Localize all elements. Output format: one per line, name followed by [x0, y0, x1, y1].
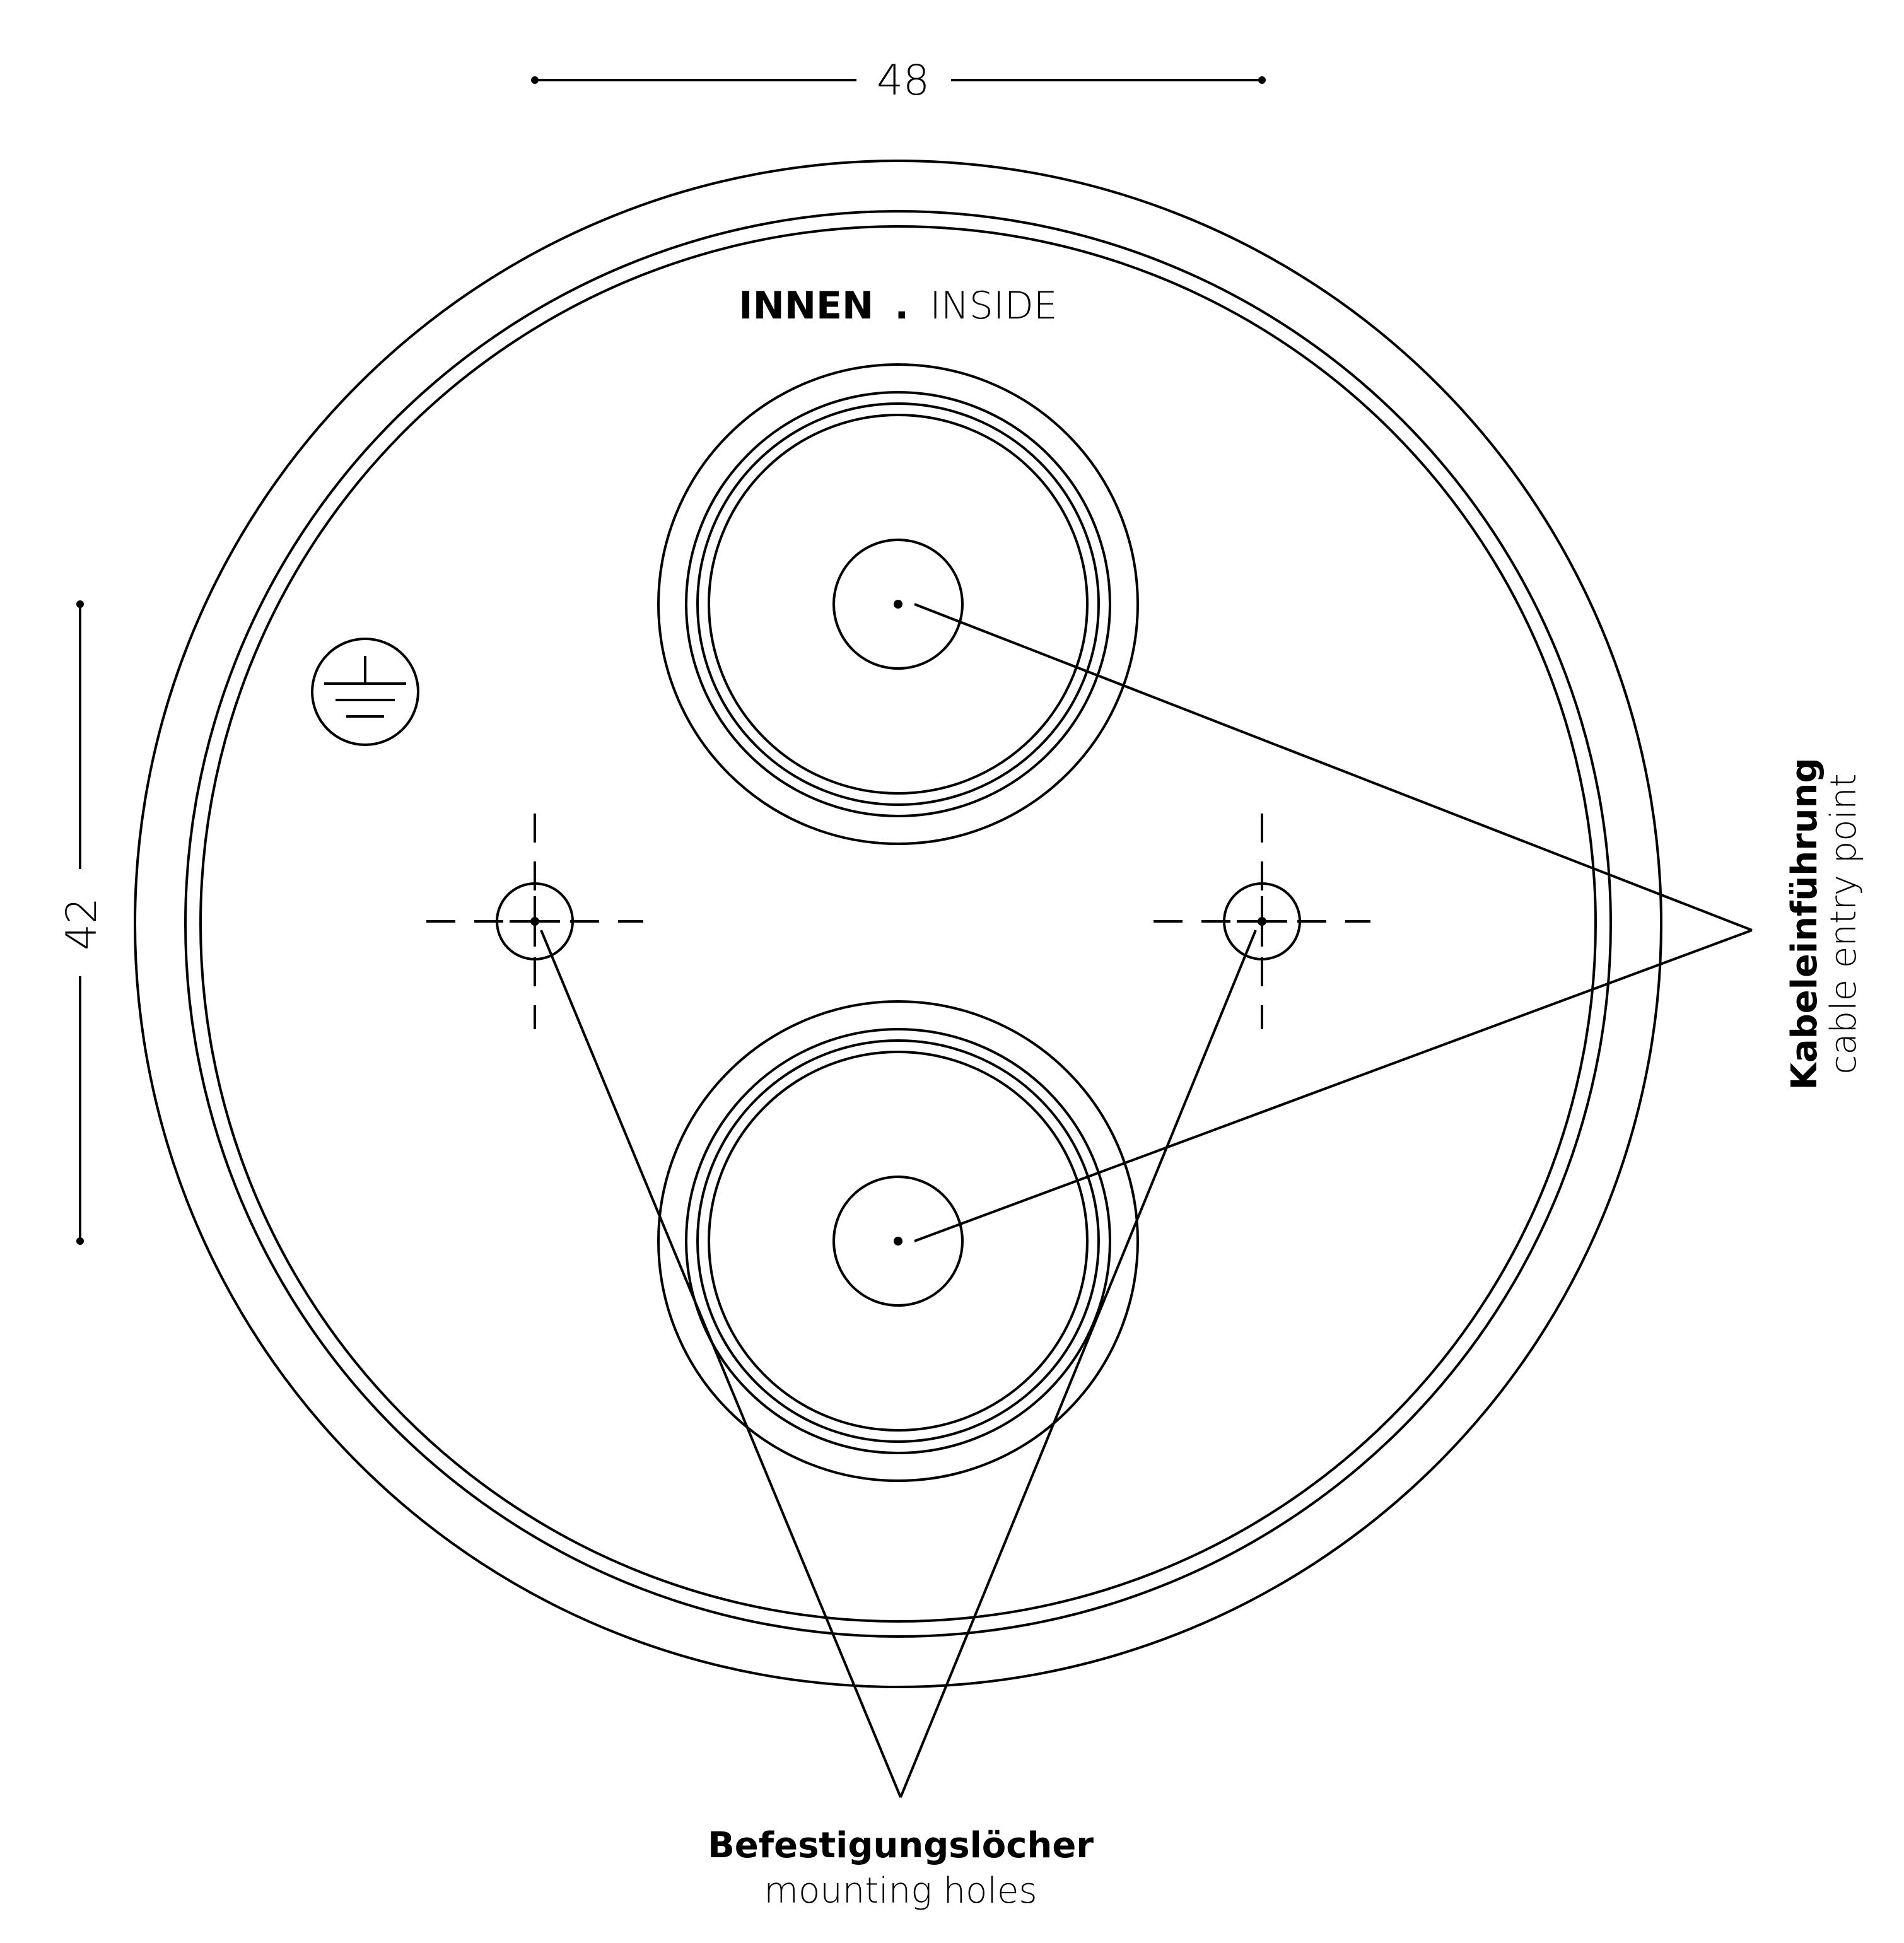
ground-symbol-icon: [311, 638, 419, 746]
dimension-width-value: 48: [877, 56, 930, 105]
center-dot-top: [894, 600, 902, 609]
center-dot-bottom: [894, 1237, 902, 1246]
cable-entry-label-de: Kabeleinführung: [1784, 757, 1825, 1090]
outer-rim: [134, 160, 1662, 1688]
dimension-height-value: 42: [57, 897, 106, 950]
center-dot-mount-left: [530, 917, 539, 926]
mounting-holes-label-en: mounting holes: [764, 1870, 1037, 1911]
inner-rim-2: [199, 225, 1597, 1623]
side-label-separator: .: [894, 284, 909, 328]
dim-width-end-left: [531, 76, 539, 84]
cable-entry-leader-lines: [914, 603, 1753, 1242]
side-label: INNEN . INSIDE: [739, 284, 1057, 328]
cable-gland-bottom: [657, 1000, 1139, 1482]
side-label-en: INSIDE: [930, 284, 1057, 328]
side-label-de: INNEN: [739, 284, 873, 328]
cable-entry-label: Kabeleinführung cable entry point: [1784, 757, 1864, 1090]
mounting-holes-label-de: Befestigungslöcher: [708, 1825, 1094, 1866]
center-dot-mount-right: [1258, 917, 1266, 926]
dim-width-end-right: [1258, 76, 1266, 84]
mounting-holes-leader-lines: [540, 930, 1257, 1798]
inner-rim-1: [184, 210, 1612, 1638]
dim-height-end-top: [76, 600, 84, 608]
cable-gland-top: [657, 363, 1139, 845]
dim-height-end-bottom: [76, 1237, 84, 1245]
cable-entry-label-en: cable entry point: [1823, 773, 1864, 1074]
